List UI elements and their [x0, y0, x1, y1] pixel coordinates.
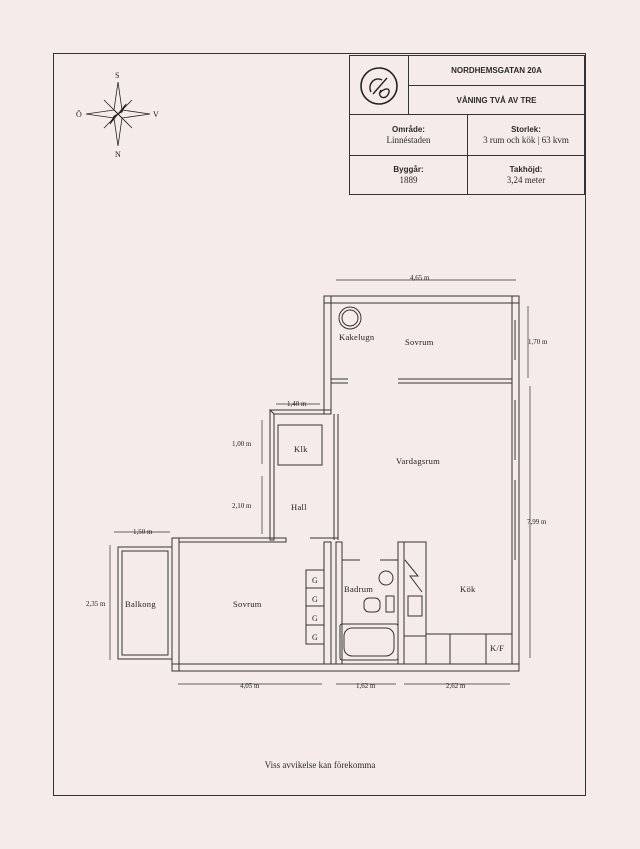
- room-kok: Kök: [460, 584, 476, 594]
- dim-klk-width: 1,40 m: [287, 400, 307, 408]
- dim-klk-height: 1,00 m: [232, 440, 252, 448]
- garderob-3: G: [312, 614, 318, 623]
- room-vardagsrum: Vardagsrum: [396, 456, 440, 466]
- floor-text: VÅNING TVÅ AV TRE: [456, 95, 537, 105]
- size-label: Storlek:: [511, 125, 541, 134]
- garderob-2: G: [312, 595, 318, 604]
- ceiling-label: Takhöjd:: [509, 165, 543, 174]
- dim-hall-height: 2,10 m: [232, 502, 252, 510]
- dim-balkong-height: 2,35 m: [86, 600, 106, 608]
- compass-east: Ö: [76, 110, 82, 119]
- dim-bottom-mid: 1,62 m: [356, 682, 376, 690]
- size-value: 3 rum och kök | 63 kvm: [483, 135, 569, 145]
- ceiling-value: 3,24 meter: [506, 175, 546, 185]
- dim-bottom-right: 2,62 m: [446, 682, 466, 690]
- room-kakelugn: Kakelugn: [339, 332, 375, 342]
- logo-icon: [360, 67, 398, 105]
- dim-top-width: 4,65 m: [410, 274, 430, 282]
- compass-west: V: [153, 110, 159, 119]
- area-label: Område:: [392, 125, 425, 134]
- page-frame: [53, 53, 586, 796]
- room-sovrum-left: Sovrum: [233, 599, 262, 609]
- dimension-lines: [109, 279, 531, 685]
- garderob-4: G: [312, 633, 318, 642]
- compass-north: N: [115, 150, 121, 159]
- dim-sovrum-depth: 1,70 m: [528, 338, 548, 346]
- dim-bottom-left: 4,05 m: [240, 682, 260, 690]
- walls: [117, 295, 520, 672]
- built-value: 1889: [399, 175, 418, 185]
- compass-rose-icon: [85, 81, 151, 147]
- built-label: Byggår:: [393, 165, 424, 174]
- area-value: Linnéstaden: [386, 135, 431, 145]
- room-balkong: Balkong: [125, 599, 156, 609]
- ceiling-cell: Takhöjd: 3,24 meter: [467, 155, 585, 195]
- room-klk: Klk: [294, 444, 308, 454]
- dim-balkong-width: 1,50 m: [133, 528, 153, 536]
- room-sovrum-top: Sovrum: [405, 337, 434, 347]
- dim-right-height: 7,99 m: [527, 518, 547, 526]
- room-kf: K/F: [490, 643, 504, 653]
- compass-south: S: [115, 71, 119, 80]
- info-table: NORDHEMSGATAN 20A VÅNING TVÅ AV TRE Områ…: [349, 55, 585, 195]
- room-hall: Hall: [291, 502, 307, 512]
- garderob-1: G: [312, 576, 318, 585]
- address-text: NORDHEMSGATAN 20A: [451, 66, 542, 75]
- disclaimer-text: Viss avvikelse kan förekomma: [264, 760, 376, 770]
- room-badrum: Badrum: [344, 584, 373, 594]
